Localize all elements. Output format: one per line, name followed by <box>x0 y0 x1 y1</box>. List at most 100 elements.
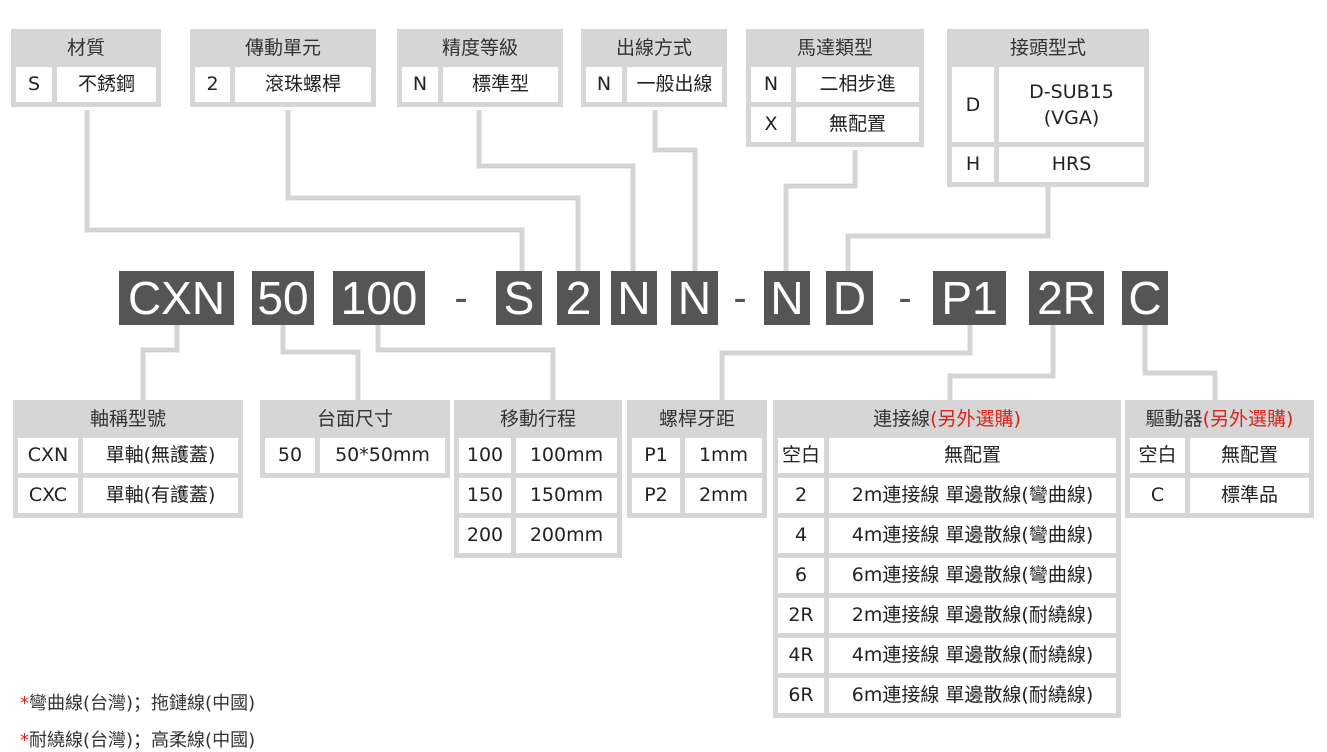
option-desc: 50*50mm <box>320 438 445 473</box>
footnote: *耐繞線(台灣)；高柔線(中國) <box>20 726 255 752</box>
driver-title: 驅動器(另外選購) <box>1130 400 1309 438</box>
option-desc: 二相步進 <box>796 67 919 102</box>
option-row: 200 200mm <box>459 518 617 553</box>
option-desc-line2: (VGA) <box>1043 106 1100 129</box>
cable-out-panel: 出線方式 N 一般出線 <box>581 29 727 107</box>
footnote-star: * <box>20 730 29 751</box>
driver-optional-text: (另外選購) <box>1202 408 1294 430</box>
code-drive-unit: 2 <box>557 271 600 325</box>
option-code: P1 <box>632 438 680 473</box>
option-desc: 2mm <box>685 478 762 513</box>
code-stroke: 100 <box>333 271 425 325</box>
footnote: *彎曲線(台灣)；拖鏈線(中國) <box>20 689 255 715</box>
driver-panel: 驅動器(另外選購) 空白 無配置 C 標準品 <box>1125 400 1314 518</box>
option-desc: 無配置 <box>829 438 1116 473</box>
option-desc: 無配置 <box>796 107 919 142</box>
option-code: 2 <box>778 478 824 513</box>
table-size-title: 台面尺寸 <box>316 408 393 430</box>
option-code: 50 <box>265 438 315 473</box>
connector-table-size <box>280 325 361 400</box>
option-row: CXN 單軸(無護蓋) <box>18 438 238 473</box>
connector-type-panel: 接頭型式 D D-SUB15 (VGA) H HRS <box>947 29 1149 187</box>
code-cable: 2R <box>1029 271 1104 325</box>
stroke-title: 移動行程 <box>499 408 576 430</box>
option-code: N <box>751 67 791 102</box>
code-driver: C <box>1122 271 1168 325</box>
option-row: 4R 4m連接線 單邊散線(耐繞線) <box>778 638 1116 673</box>
driver-title-text: 驅動器 <box>1145 408 1203 430</box>
option-row: 2R 2m連接線 單邊散線(耐繞線) <box>778 598 1116 633</box>
option-desc: D-SUB15 (VGA) <box>999 67 1144 142</box>
option-desc: 2m連接線 單邊散線(耐繞線) <box>829 598 1116 633</box>
option-row: C 標準品 <box>1130 478 1309 513</box>
connector-type-title: 接頭型式 <box>1009 37 1086 59</box>
option-desc: 無配置 <box>1190 438 1309 473</box>
cable-out-title: 出線方式 <box>615 37 692 59</box>
code-material: S <box>496 271 542 325</box>
option-row: N 二相步進 <box>751 67 919 102</box>
code-cable-out: N <box>671 271 718 325</box>
option-row: N 標準型 <box>402 67 558 102</box>
connector-screw-lead <box>719 325 973 400</box>
code-connector: D <box>826 271 873 325</box>
code-dash: - <box>733 276 747 320</box>
motor-type-panel: 馬達類型 N 二相步進 X 無配置 <box>746 29 924 147</box>
connector-motor-type <box>783 150 858 271</box>
option-row: 2 2m連接線 單邊散線(彎曲線) <box>778 478 1116 513</box>
connector-material <box>84 110 525 271</box>
option-row: 空白 無配置 <box>778 438 1116 473</box>
option-code: 4R <box>778 638 824 673</box>
option-row: 50 50*50mm <box>265 438 445 473</box>
option-row: 6 6m連接線 單邊散線(彎曲線) <box>778 558 1116 593</box>
option-row: 6R 6m連接線 單邊散線(耐繞線) <box>778 678 1116 713</box>
option-desc: 4m連接線 單邊散線(彎曲線) <box>829 518 1116 553</box>
option-row: 100 100mm <box>459 438 617 473</box>
option-code: D <box>952 67 994 142</box>
connector-cable-out <box>652 110 698 271</box>
option-code: 100 <box>459 438 511 473</box>
option-row: P1 1mm <box>632 438 762 473</box>
option-desc: 2m連接線 單邊散線(彎曲線) <box>829 478 1116 513</box>
code-motor-type: N <box>764 271 810 325</box>
option-code: 4 <box>778 518 824 553</box>
footnote-text: 彎曲線(台灣)；拖鏈線(中國) <box>29 693 256 714</box>
connector-connector-type <box>845 186 1051 271</box>
option-desc-line1: D-SUB15 <box>1029 80 1114 103</box>
option-code: 2R <box>778 598 824 633</box>
option-desc: 單軸(有護蓋) <box>83 478 238 513</box>
cable-title-text: 連接線 <box>873 408 931 430</box>
stroke-panel: 移動行程 100 100mm 150 150mm 200 200mm <box>454 400 622 558</box>
option-desc: 標準型 <box>443 67 558 102</box>
code-dash: - <box>898 276 912 320</box>
code-precision: N <box>611 271 657 325</box>
option-row: N 一般出線 <box>586 67 722 102</box>
option-desc: 200mm <box>516 518 617 553</box>
option-row: X 無配置 <box>751 107 919 142</box>
screw-lead-title: 螺桿牙距 <box>658 408 735 430</box>
option-code: H <box>952 147 994 182</box>
precision-title: 精度等級 <box>441 37 518 59</box>
cable-optional-text: (另外選購) <box>930 408 1021 430</box>
option-code: 2 <box>195 67 230 102</box>
screw-lead-panel: 螺桿牙距 P1 1mm P2 2mm <box>627 400 767 518</box>
connector-cable <box>947 325 1056 400</box>
code-size: 50 <box>252 271 314 325</box>
model-name-panel: 軸稱型號 CXN 單軸(無護蓋) CXC 單軸(有護蓋) <box>13 400 243 518</box>
footnote-text: 耐繞線(台灣)；高柔線(中國) <box>29 730 256 751</box>
option-code: X <box>751 107 791 142</box>
material-panel: 材質 S 不銹鋼 <box>11 29 161 107</box>
footnote-star: * <box>20 693 29 714</box>
option-desc: 6m連接線 單邊散線(彎曲線) <box>829 558 1116 593</box>
connector-stroke <box>375 325 556 400</box>
option-row: 150 150mm <box>459 478 617 513</box>
option-row: 4 4m連接線 單邊散線(彎曲線) <box>778 518 1116 553</box>
connector-precision <box>476 110 636 271</box>
option-desc: 滾珠螺桿 <box>235 67 371 102</box>
cable-title: 連接線(另外選購) <box>778 400 1116 438</box>
option-row: S 不銹鋼 <box>16 67 156 102</box>
motor-type-title: 馬達類型 <box>796 37 873 59</box>
option-code: 6 <box>778 558 824 593</box>
option-desc: 不銹鋼 <box>57 67 156 102</box>
code-model: CXN <box>119 271 234 325</box>
option-code: S <box>16 67 52 102</box>
